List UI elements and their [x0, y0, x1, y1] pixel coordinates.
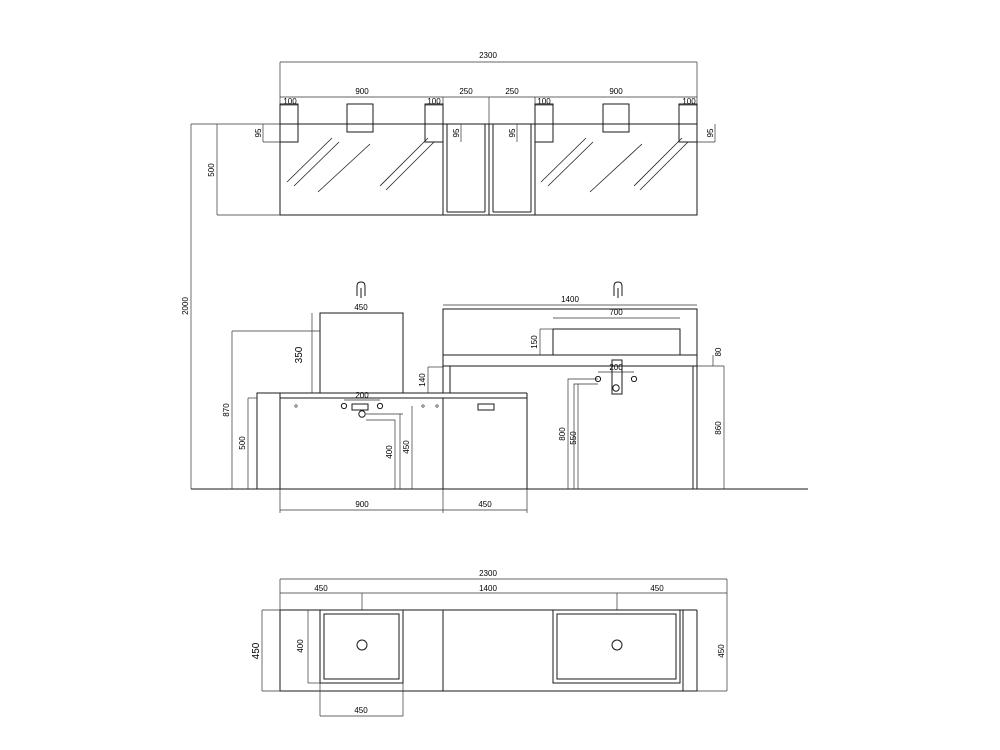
bottom-450-dim: 450 [478, 500, 492, 509]
mirror-side-100-a: 100 [283, 97, 297, 106]
plan-total-dim: 2300 [479, 569, 497, 578]
mirror-light-95-c: 95 [508, 128, 517, 137]
right-counter-width-dim: 1400 [561, 295, 579, 304]
mirror-gap-right-dim: 250 [505, 87, 519, 96]
basin-width-dim: 700 [609, 308, 623, 317]
left-drain-height-dim: 400 [385, 445, 394, 459]
plan-depth-right-dim: 450 [717, 644, 726, 658]
mirror-light-95-a: 95 [254, 128, 263, 137]
step-140-dim: 140 [418, 373, 427, 387]
counter-thickness-dim: 80 [714, 347, 723, 356]
left-tap-icon [356, 281, 366, 298]
plan-middle-dim: 1400 [479, 584, 497, 593]
plan-basin-depth-dim: 400 [296, 639, 305, 653]
bottom-900-dim: 900 [355, 500, 369, 509]
overall-height-dim: 2000 [181, 297, 190, 315]
mirror-right-width-dim: 900 [609, 87, 623, 96]
front-elevation: 450 350 870 500 200 400 450 [191, 281, 808, 513]
right-800-dim: 800 [558, 427, 567, 441]
right-tap-icon [613, 281, 623, 298]
basin-height-dim: 150 [530, 335, 539, 349]
plan-view: 2300 450 1400 450 450 400 450 [251, 569, 728, 717]
mirror-total-dim: 2300 [479, 51, 497, 60]
right-860-dim: 860 [714, 421, 723, 435]
mirror-left-width-dim: 900 [355, 87, 369, 96]
right-550-dim: 550 [569, 431, 578, 445]
plan-right-dim: 450 [650, 584, 664, 593]
overall-height-dimension: 2000 [181, 123, 217, 489]
mirror-side-100-c: 100 [537, 97, 551, 106]
mirror-light-95-b: 95 [452, 128, 461, 137]
mirror-light-95-d: 95 [706, 128, 715, 137]
mirror-side-100-d: 100 [682, 97, 696, 106]
plan-left-dim: 450 [314, 584, 328, 593]
plan-bottom-width-dim: 450 [354, 706, 368, 715]
left-tap-spacing-dim: 200 [355, 391, 369, 400]
left-box-width-dim: 450 [354, 303, 368, 312]
mirror-height-dim: 500 [207, 163, 216, 177]
left-cabinet-height-dim: 870 [222, 403, 231, 417]
left-base-height-dim: 500 [238, 436, 247, 450]
left-supply-height-dim: 450 [402, 440, 411, 454]
left-box-height-dim: 350 [294, 346, 305, 363]
plan-depth-left-dim: 450 [251, 642, 262, 659]
mirror-side-100-b: 100 [427, 97, 441, 106]
mirror-gap-left-dim: 250 [459, 87, 473, 96]
mirror-elevation: 2300 900 250 250 900 100 100 100 100 [207, 51, 716, 216]
right-tap-spacing-dim: 200 [609, 363, 623, 372]
